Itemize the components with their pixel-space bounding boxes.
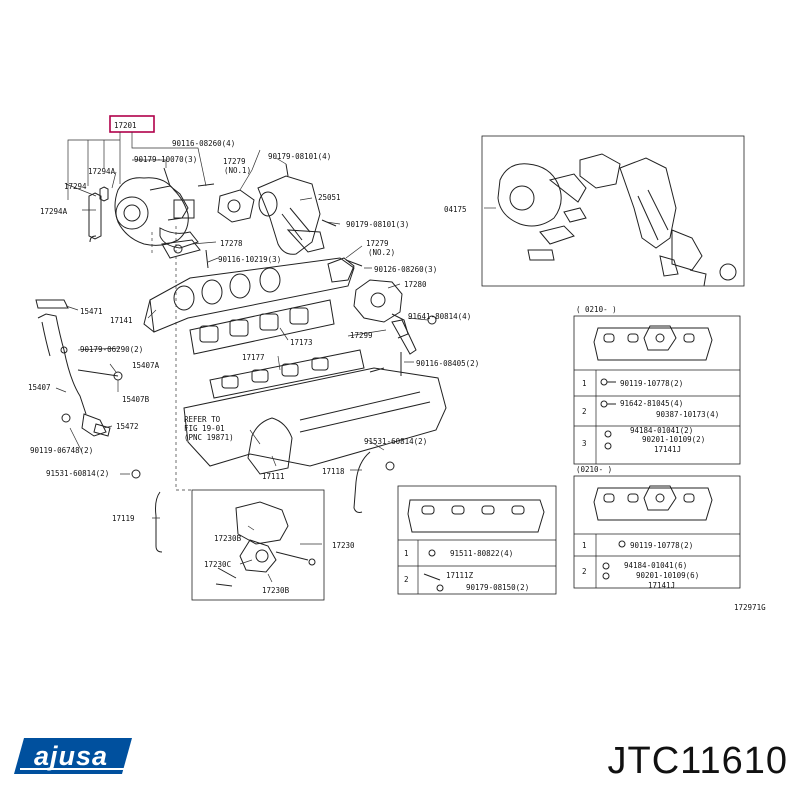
pipe-17119 (155, 491, 163, 553)
box-04175 (481, 135, 745, 287)
oil-pipe-15407 (35, 299, 123, 437)
label-15407a: 15407A (132, 361, 160, 370)
gasket-17279-no1 (217, 189, 255, 223)
row-num-2b: 2 (582, 567, 587, 576)
label-15472: 15472 (116, 422, 139, 431)
label-17279-no1-sub: (NO.1) (224, 166, 251, 175)
item-90119-10778-a: 90119-10778(2) (620, 379, 683, 388)
item-91511-80822: 91511-80822(4) (450, 549, 513, 558)
ajusa-logo: ajusa (14, 738, 132, 774)
item-90119-10778-b: 90119-10778(2) (630, 541, 693, 550)
label-91531-60814-left: 91531-60814(2) (46, 469, 109, 478)
label-15407b: 15407B (122, 395, 150, 404)
label-refer-to: REFER TO (184, 415, 221, 424)
row-num-1b: 1 (582, 541, 587, 550)
label-0210-b: (0210- ) (576, 465, 612, 474)
label-17119: 17119 (112, 514, 135, 523)
label-17118: 17118 (322, 467, 345, 476)
parts-diagram: 17201 90116-08260(4) 90179-10070(3) 1727… (28, 115, 766, 612)
label-17294a: 17294A (40, 207, 68, 216)
bolts-turbo (163, 163, 402, 376)
figure-code: 172971G (734, 603, 766, 612)
pipe-17118 (353, 451, 371, 513)
label-17177: 17177 (242, 353, 265, 362)
exhaust-pipe-25051 (257, 175, 325, 255)
item-90387-10173: 90387-10173(4) (656, 410, 719, 419)
intake-variant-drawing (407, 499, 545, 533)
box-0210-b (573, 475, 741, 589)
label-refer-pnc: (PNC 19871) (184, 433, 234, 442)
logo-badge-icon (14, 738, 132, 774)
turbo-pipes (88, 186, 109, 243)
part-number: JTC11610 (607, 740, 788, 782)
label-04175: 04175 (444, 205, 467, 214)
turbocharger (114, 177, 199, 249)
item-17141j-b: 17141J (648, 581, 675, 590)
label-15471: 15471 (80, 307, 103, 316)
manifold-variant-a (593, 325, 713, 361)
item-94184-01041-2: 94184-01041(2) (630, 426, 693, 435)
row-num-m2: 2 (404, 575, 409, 584)
label-90179-06290: 90179-06290(2) (80, 345, 143, 354)
label-17279-no2-sub: (NO.2) (368, 248, 395, 257)
row-num-1a: 1 (582, 379, 587, 388)
manifold-variant-b (593, 485, 713, 521)
label-90116-08405: 90116-08405(2) (416, 359, 479, 368)
table-hardware-icons (423, 378, 626, 592)
label-17294a-top: 17294A (88, 167, 116, 176)
label-90179-10070: 90179-10070(3) (134, 155, 197, 164)
item-17141j-a: 17141J (654, 445, 681, 454)
item-90201-10109-6: 90201-10109(6) (636, 571, 699, 580)
row-num-2a: 2 (582, 407, 587, 416)
bracket-17299 (391, 319, 417, 355)
item-90179-08150: 90179-08150(2) (466, 583, 529, 592)
label-17279-no2: 17279 (366, 239, 389, 248)
egr-cooler-17230 (215, 501, 316, 587)
leader-lines (55, 132, 496, 583)
item-91642-81045: 91642-81045(4) (620, 399, 683, 408)
intake-manifold-17111 (183, 367, 447, 475)
box-17230 (191, 489, 325, 601)
label-17230b: 17230B (262, 586, 290, 595)
box-0210-a (573, 315, 741, 465)
label-0210-a: ( 0210- ) (576, 305, 617, 314)
gasket-17177 (209, 349, 365, 399)
item-94184-01041-6: 94184-01041(6) (624, 561, 687, 570)
label-17280: 17280 (404, 280, 427, 289)
label-refer-fig: FIG 19-01 (184, 424, 225, 433)
label-90116-10219: 90116-10219(3) (218, 255, 281, 264)
label-91531-60814-right: 91531-60814(2) (364, 437, 427, 446)
label-17201: 17201 (114, 121, 137, 130)
label-90179-08101-3: 90179-08101(3) (346, 220, 409, 229)
label-17173: 17173 (290, 338, 313, 347)
row-num-m1: 1 (404, 549, 409, 558)
label-17111: 17111 (262, 472, 285, 481)
label-17278: 17278 (220, 239, 243, 248)
label-17141: 17141 (110, 316, 133, 325)
gasket-17278 (161, 239, 201, 259)
item-90201-10109-2: 90201-10109(2) (642, 435, 705, 444)
label-90116-08260-4: 90116-08260(4) (172, 139, 235, 148)
label-90119-06748: 90119-06748(2) (30, 446, 93, 455)
item-17111z: 17111Z (446, 571, 474, 580)
label-17294: 17294 (64, 182, 87, 191)
label-90126-08260: 90126-08260(3) (374, 265, 437, 274)
label-15407: 15407 (28, 383, 51, 392)
label-90179-08101-4: 90179-08101(4) (268, 152, 331, 161)
label-25051: 25051 (318, 193, 341, 202)
label-17230c: 17230C (204, 560, 231, 569)
kit-04175-drawing (497, 153, 737, 287)
row-num-3a: 3 (582, 439, 587, 448)
logo-text: ajusa (34, 741, 109, 771)
label-17279-no1: 17279 (223, 157, 246, 166)
label-17299: 17299 (350, 331, 373, 340)
label-17230: 17230 (332, 541, 355, 550)
egr-valve-17280 (353, 279, 409, 339)
exhaust-manifold-17141 (143, 257, 355, 333)
label-17230b-top: 17230B (214, 534, 242, 543)
gasket-17173 (189, 299, 335, 355)
label-91641-80814: 91641-80814(4) (408, 312, 471, 321)
